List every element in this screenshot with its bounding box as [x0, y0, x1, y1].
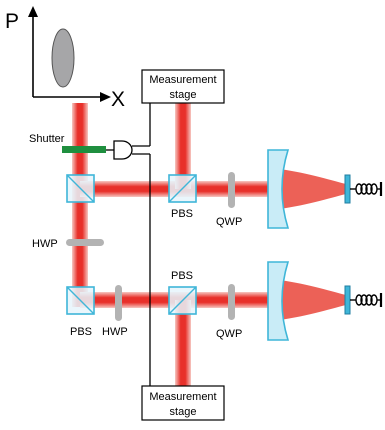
- label-hwp-bottom: HWP: [102, 326, 128, 338]
- label-pbs-bottom-left: PBS: [70, 326, 92, 338]
- and-gate-symbol: [113, 140, 133, 160]
- beam-input-vertical: [72, 103, 88, 307]
- curved-mirror-top: [267, 149, 290, 229]
- qwp-bottom-beam: [228, 284, 235, 320]
- label-pbs-bottom-top: PBS: [171, 270, 193, 282]
- beam-bottom-to-measurement: [175, 300, 191, 386]
- beam-splitter-bottom-left-pbs: [66, 286, 95, 315]
- beam-top-to-measurement: [175, 103, 191, 189]
- beam-splitter-top-left: [66, 174, 95, 203]
- label-hwp-left: HWP: [32, 238, 58, 250]
- end-mirror-bottom: [344, 285, 351, 315]
- spring-icon: [350, 293, 383, 307]
- polarization-axes: P X: [5, 6, 125, 111]
- cavity-mode-top: [272, 168, 346, 210]
- shutter-assembly: Shutter: [29, 103, 151, 386]
- cavity-mode-bottom: [272, 279, 346, 321]
- measurement-stage-top: Measurement stage: [141, 69, 225, 104]
- axis-label-x: X: [111, 88, 125, 111]
- measurement-stage-bottom: Measurement stage: [141, 385, 225, 421]
- hwp-vertical-beam: [66, 239, 104, 246]
- measurement-stage-bottom-line2: stage: [170, 406, 197, 418]
- polarization-ellipse: [51, 28, 75, 88]
- spring-icon: [350, 182, 383, 196]
- shutter: [62, 146, 106, 153]
- label-qwp-bottom: QWP: [216, 328, 242, 340]
- measurement-stage-top-line2: stage: [170, 89, 197, 101]
- hwp-bottom-beam: [115, 285, 122, 321]
- end-mirror-top: [344, 174, 351, 204]
- curved-mirror-bottom: [267, 261, 290, 341]
- measurement-stage-bottom-line1: Measurement: [149, 391, 216, 403]
- label-qwp-top: QWP: [216, 216, 242, 228]
- measurement-stage-top-line1: Measurement: [149, 74, 216, 86]
- laser-beams: [72, 103, 346, 386]
- label-pbs-top: PBS: [171, 208, 193, 220]
- beam-splitter-top-pbs: [168, 174, 197, 203]
- beam-splitter-bottom-pbs: [168, 286, 197, 315]
- axis-label-p: P: [5, 10, 19, 33]
- qwp-top-beam: [228, 172, 235, 208]
- shutter-label: Shutter: [29, 133, 65, 145]
